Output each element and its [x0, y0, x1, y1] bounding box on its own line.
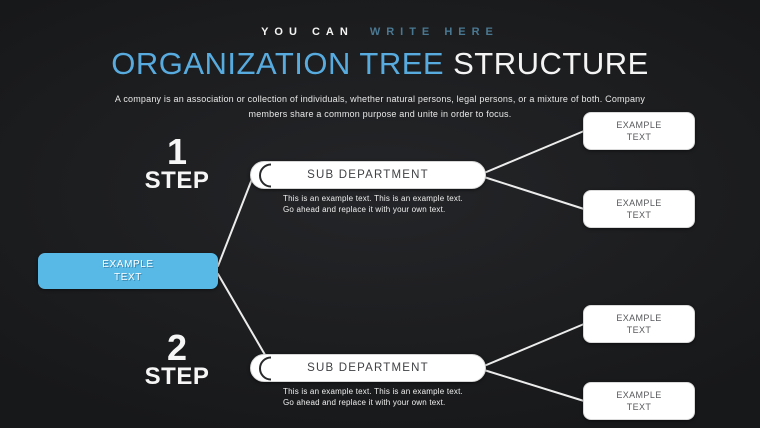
leaf-4-label-line2: TEXT	[626, 402, 652, 412]
connector-pill2-to-leaf3	[483, 323, 585, 367]
leaf-4-label-line1: EXAMPLE	[616, 390, 662, 400]
root-node-label-line2: TEXT	[114, 272, 142, 283]
subtitle: A company is an association or collectio…	[90, 92, 670, 122]
subtitle-line-1: A company is an association or collectio…	[114, 94, 646, 104]
branch-1-description: This is an example text. This is an exam…	[283, 193, 483, 215]
connector-pill1-to-leaf2	[483, 176, 585, 210]
title-highlight: ORGANIZATION TREE	[111, 46, 445, 81]
step-2-text: STEP	[144, 363, 210, 390]
leaf-3-label-line1: EXAMPLE	[616, 313, 662, 323]
branch-1-desc-line1: This is an example text. This is an exam…	[283, 194, 463, 203]
connector-root-to-pill2	[217, 273, 269, 361]
root-node-example-text[interactable]: EXAMPLE TEXT	[38, 253, 218, 289]
leaf-1-label-line1: EXAMPLE	[616, 120, 662, 130]
branch-1-desc-line2: Go ahead and replace it with your own te…	[283, 205, 446, 214]
leaf-node-3[interactable]: EXAMPLE TEXT	[583, 305, 695, 343]
crescent-icon	[259, 356, 272, 381]
sub-department-node-2[interactable]: SUB DEPARTMENT	[250, 354, 486, 382]
leaf-node-2[interactable]: EXAMPLE TEXT	[583, 190, 695, 228]
sub-department-node-1[interactable]: SUB DEPARTMENT	[250, 161, 486, 189]
title-rest: STRUCTURE	[453, 46, 649, 81]
connector-pill1-to-leaf1	[483, 130, 585, 174]
branch-2-desc-line1: This is an example text. This is an exam…	[283, 387, 463, 396]
leaf-node-4[interactable]: EXAMPLE TEXT	[583, 382, 695, 420]
step-1-number: 1	[166, 131, 188, 172]
branch-2-desc-line2: Go ahead and replace it with your own te…	[283, 398, 446, 407]
sub-department-2-label: SUB DEPARTMENT	[307, 362, 429, 374]
leaf-3-label-line2: TEXT	[626, 325, 652, 335]
step-1-text: STEP	[144, 167, 210, 194]
root-node-label-line1: EXAMPLE	[102, 259, 154, 270]
kicker-white-text: YOU CAN	[261, 26, 354, 38]
step-2-label: 2 STEP	[131, 330, 223, 389]
subtitle-line-2: members share a common purpose and unite…	[248, 109, 512, 119]
connector-pill2-to-leaf4	[483, 369, 585, 402]
branch-2-description: This is an example text. This is an exam…	[283, 386, 483, 408]
leaf-1-label-line2: TEXT	[626, 132, 652, 142]
kicker-blue-text: WRITE HERE	[369, 26, 499, 38]
sub-department-1-label: SUB DEPARTMENT	[307, 169, 429, 181]
leaf-2-label-line1: EXAMPLE	[616, 198, 662, 208]
step-1-label: 1 STEP	[131, 134, 223, 193]
crescent-icon	[259, 163, 272, 188]
connector-root-to-pill1	[217, 178, 253, 267]
step-2-number: 2	[166, 327, 188, 368]
leaf-2-label-line2: TEXT	[626, 210, 652, 220]
leaf-node-1[interactable]: EXAMPLE TEXT	[583, 112, 695, 150]
kicker-line: YOU CAN WRITE HERE	[0, 26, 760, 38]
